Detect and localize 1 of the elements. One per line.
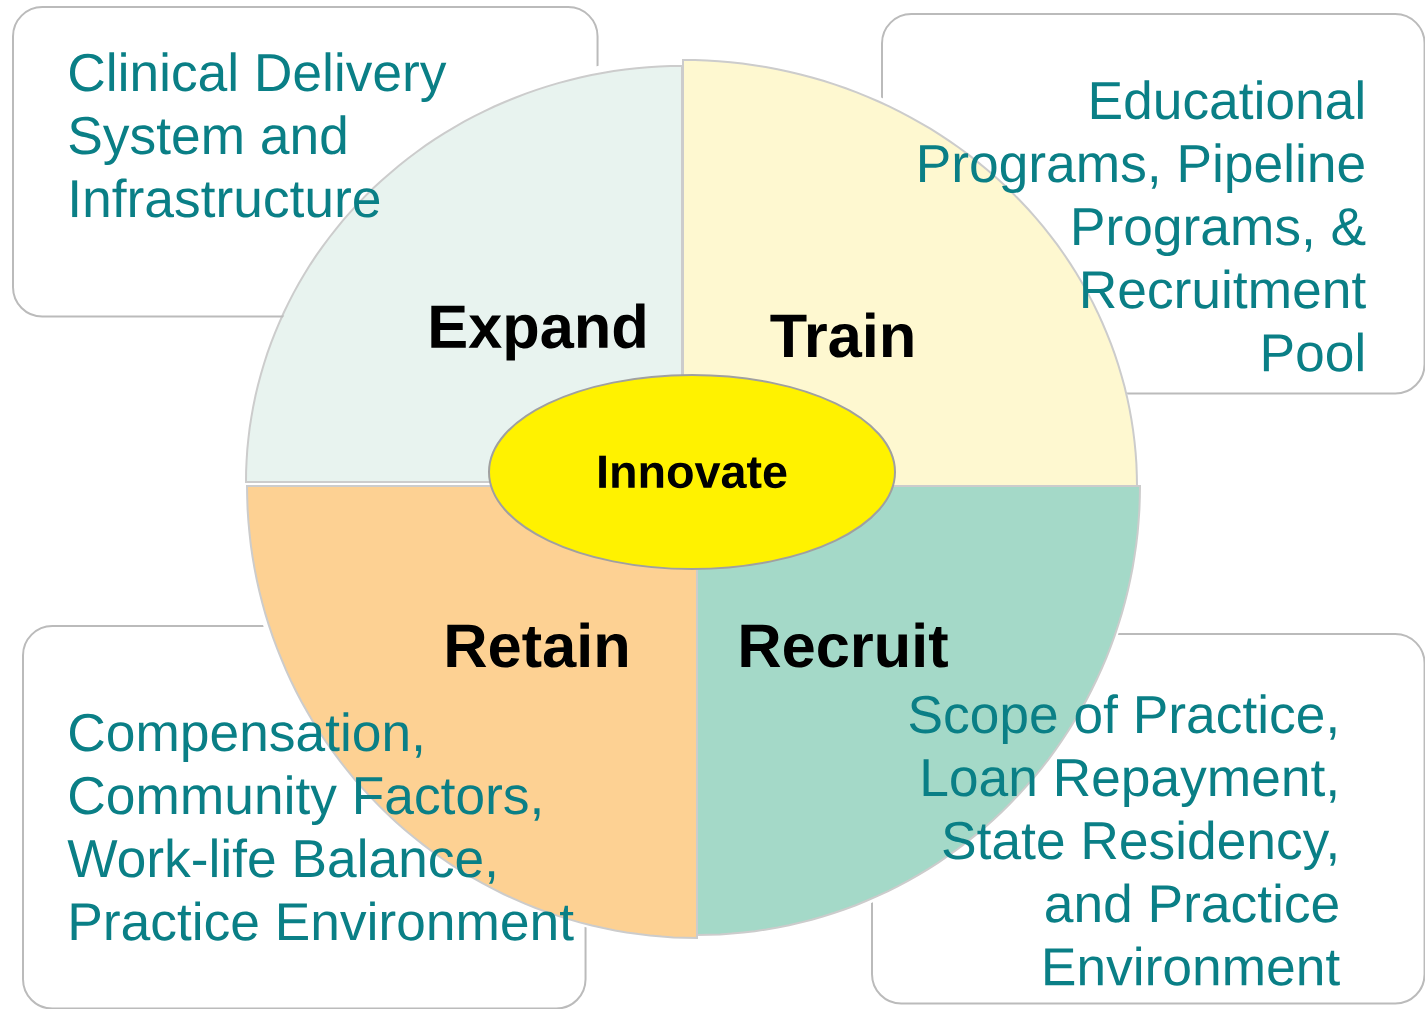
center-oval: Innovate: [488, 374, 896, 570]
